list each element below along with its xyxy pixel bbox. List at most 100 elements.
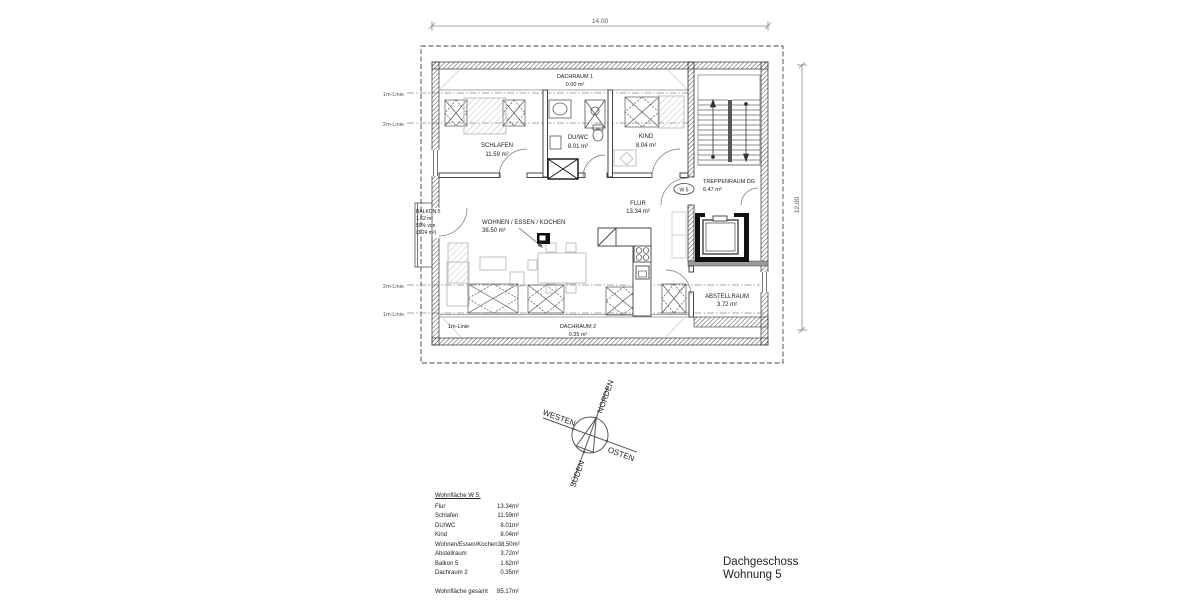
- area-table-row: Flur 13.34m²: [435, 503, 519, 513]
- roof-outline: [420, 45, 784, 364]
- row-label: Flur: [435, 503, 446, 510]
- balcony-area: 1.62 m²: [416, 216, 433, 222]
- installation-shaft: [547, 158, 579, 180]
- row-value: 0.35m²: [500, 570, 519, 576]
- room-label-kind: KIND: [639, 134, 654, 140]
- title-block: Dachgeschoss Wohnung 5: [723, 556, 798, 582]
- row-value: 8.01m²: [500, 522, 519, 529]
- stair-spine-wall: [728, 100, 732, 162]
- room-label-schlafen: SCHLAFEN: [481, 143, 513, 149]
- wardrobe: [671, 211, 687, 259]
- compass-label-north: NORDEN: [595, 379, 615, 415]
- line-label-1m-bottom: 1m-Linie: [383, 312, 404, 318]
- exterior-walls: [431, 61, 769, 346]
- door-arcs: [498, 148, 759, 296]
- area-table-row: Schlafen 11.59m²: [435, 512, 519, 522]
- line-label-1m-top: 1m-Linie: [383, 92, 404, 98]
- roof-valley-lines: [438, 69, 689, 338]
- area-table-row: Kind 8.04m²: [435, 531, 519, 541]
- wohnen-leader-arrow: [518, 227, 543, 248]
- washer: [549, 135, 562, 150]
- total-label: Wohnfläche gesamt: [435, 588, 488, 595]
- apartment-badge: W 5: [673, 183, 695, 195]
- knee-walls: [439, 89, 694, 318]
- room-label-flur: FLUR: [630, 201, 646, 207]
- balcony-note1: 50% von: [416, 223, 436, 229]
- row-label: DU/WC: [435, 522, 456, 529]
- balcony: [414, 202, 433, 268]
- bath-fixtures: [548, 99, 606, 150]
- balcony-note2: (3.24 m²): [416, 230, 437, 236]
- room-area-kind: 8.04 m²: [636, 143, 656, 149]
- room-label-treppenraum: TREPPENRAUM DG: [703, 179, 755, 185]
- room-label-dachraum2: DACHRAUM 2: [560, 324, 596, 330]
- elevator-shaft: [695, 213, 749, 262]
- apartment-badge-text: W 5: [680, 188, 689, 194]
- area-table-row: Wohnen/Essen/Kochen 38.50m²: [435, 541, 520, 551]
- sofa-set: [446, 242, 525, 307]
- row-label: Kind: [435, 532, 448, 538]
- dimension-top-value: 14.00: [592, 18, 609, 25]
- total-value: 85.17m²: [496, 588, 519, 595]
- row-label: Abstellraum: [435, 551, 467, 557]
- row-value: 38.50m²: [497, 541, 520, 548]
- compass-north-needle: [575, 416, 597, 453]
- compass-label-east: OSTEN: [607, 445, 636, 463]
- compass-label-west: WESTEN: [541, 408, 576, 428]
- room-label-duwc: DU/WC: [568, 135, 589, 141]
- row-label: Wohnen/Essen/Kochen: [435, 541, 498, 548]
- dimension-top: [428, 21, 772, 31]
- line-label-2m-top: 2m-Linie: [383, 122, 404, 128]
- roof-window: [624, 96, 660, 128]
- area-table-row: Dachraum 2 0.35m²: [435, 569, 519, 579]
- compass-rose: NORDEN SÜDEN WESTEN OSTEN: [541, 379, 638, 489]
- staircase: [697, 74, 761, 166]
- row-value: 13.34m²: [496, 503, 519, 510]
- dimension-right-value: 12.00: [794, 196, 801, 213]
- area-table-row: DU/WC 8.01m²: [435, 522, 519, 532]
- room-area-flur: 13.34 m²: [626, 209, 650, 215]
- sink: [548, 99, 572, 119]
- row-value: 11.59m²: [497, 513, 519, 519]
- row-label: Schlafen: [435, 513, 459, 519]
- shower: [584, 99, 606, 129]
- line-label-1m-inner: 1m-Linie: [448, 324, 469, 330]
- roof-window: [467, 283, 519, 314]
- line-label-2m-bottom: 2m-Linie: [383, 284, 404, 290]
- exterior-windows: [431, 150, 769, 292]
- compass-label-south: SÜDEN: [568, 459, 586, 489]
- roof-window: [661, 283, 687, 314]
- dining-set: [527, 242, 587, 294]
- area-table: Wohnfläche W 5: Flur 13.34m² Schlafen 11…: [435, 492, 520, 598]
- row-label: Dachraum 2: [435, 570, 468, 576]
- furniture: [446, 95, 687, 307]
- title-line2: Wohnung 5: [723, 569, 782, 581]
- area-table-total: Wohnfläche gesamt 85.17m²: [435, 588, 519, 598]
- room-area-duwc: 8.01 m²: [568, 144, 588, 150]
- area-table-row: Balkon 5 1.62m²: [435, 560, 519, 570]
- stairwell-wall: [687, 61, 695, 262]
- room-label-dachraum1: DACHRAUM 1: [557, 74, 593, 80]
- room-area-dachraum2: 0.35 m²: [569, 332, 588, 338]
- balcony-label: BALKON 5 1.62 m² 50% von (3.24 m²): [416, 209, 441, 236]
- room-label-abstellraum: ABSTELLRAUM: [705, 294, 749, 300]
- room-label-wohnen: WOHNEN / ESSEN / KOCHEN: [482, 220, 565, 226]
- row-value: 8.04m²: [500, 532, 519, 538]
- stair-walk-line: [709, 98, 750, 163]
- balcony-door-arc: [438, 207, 468, 237]
- tv-icon: [537, 233, 550, 244]
- balcony-name: BALKON 5: [416, 209, 441, 215]
- row-label: Balkon 5: [435, 560, 459, 567]
- dimension-right: [797, 61, 807, 334]
- room-area-dachraum1: 0.00 m²: [566, 82, 585, 88]
- room-area-wohnen: 38.50 m²: [482, 228, 506, 234]
- storage-west-wall: [688, 265, 694, 318]
- room-area-abstellraum: 3.72 m²: [717, 302, 737, 308]
- area-table-heading: Wohnfläche W 5:: [435, 493, 481, 499]
- kitchen: [597, 227, 652, 317]
- room-area-schlafen: 11.59 m²: [485, 152, 508, 158]
- room-area-treppenraum: 6.47 m²: [703, 187, 722, 193]
- elevator-car: [702, 219, 739, 255]
